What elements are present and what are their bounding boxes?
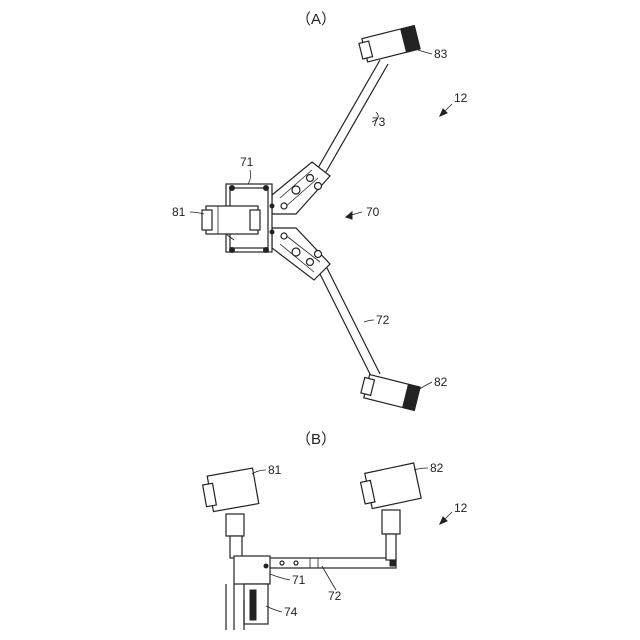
panel-a: （A） <box>172 11 468 410</box>
label-12-a: 12 <box>454 91 468 105</box>
label-82-b: 82 <box>430 461 444 475</box>
end-unit-83 <box>358 26 420 63</box>
label-70: 70 <box>366 205 380 219</box>
leaders-b <box>252 468 452 612</box>
panel-b-title: （B） <box>296 431 336 448</box>
label-72-a: 72 <box>376 313 390 327</box>
label-81-b: 81 <box>268 463 282 477</box>
label-72-b: 72 <box>328 589 342 603</box>
column-right <box>382 510 400 560</box>
panel-a-title: （A） <box>296 11 336 28</box>
end-unit-81-side <box>201 468 258 512</box>
hinge-upper <box>272 162 330 214</box>
hinge-lower <box>272 228 330 280</box>
label-82-a: 82 <box>434 375 448 389</box>
label-81-a: 81 <box>172 205 186 219</box>
label-12-b: 12 <box>454 501 468 515</box>
end-unit-82 <box>360 374 420 411</box>
label-73: 73 <box>372 115 386 129</box>
label-83: 83 <box>434 47 448 61</box>
label-74: 74 <box>284 605 298 619</box>
column-left <box>226 514 270 630</box>
arm-72-side <box>268 558 396 568</box>
end-unit-82-side <box>359 463 421 510</box>
arm-72 <box>318 266 380 378</box>
panel-b: （B） <box>201 431 467 630</box>
label-71-b: 71 <box>292 573 306 587</box>
label-71-a: 71 <box>240 155 254 169</box>
